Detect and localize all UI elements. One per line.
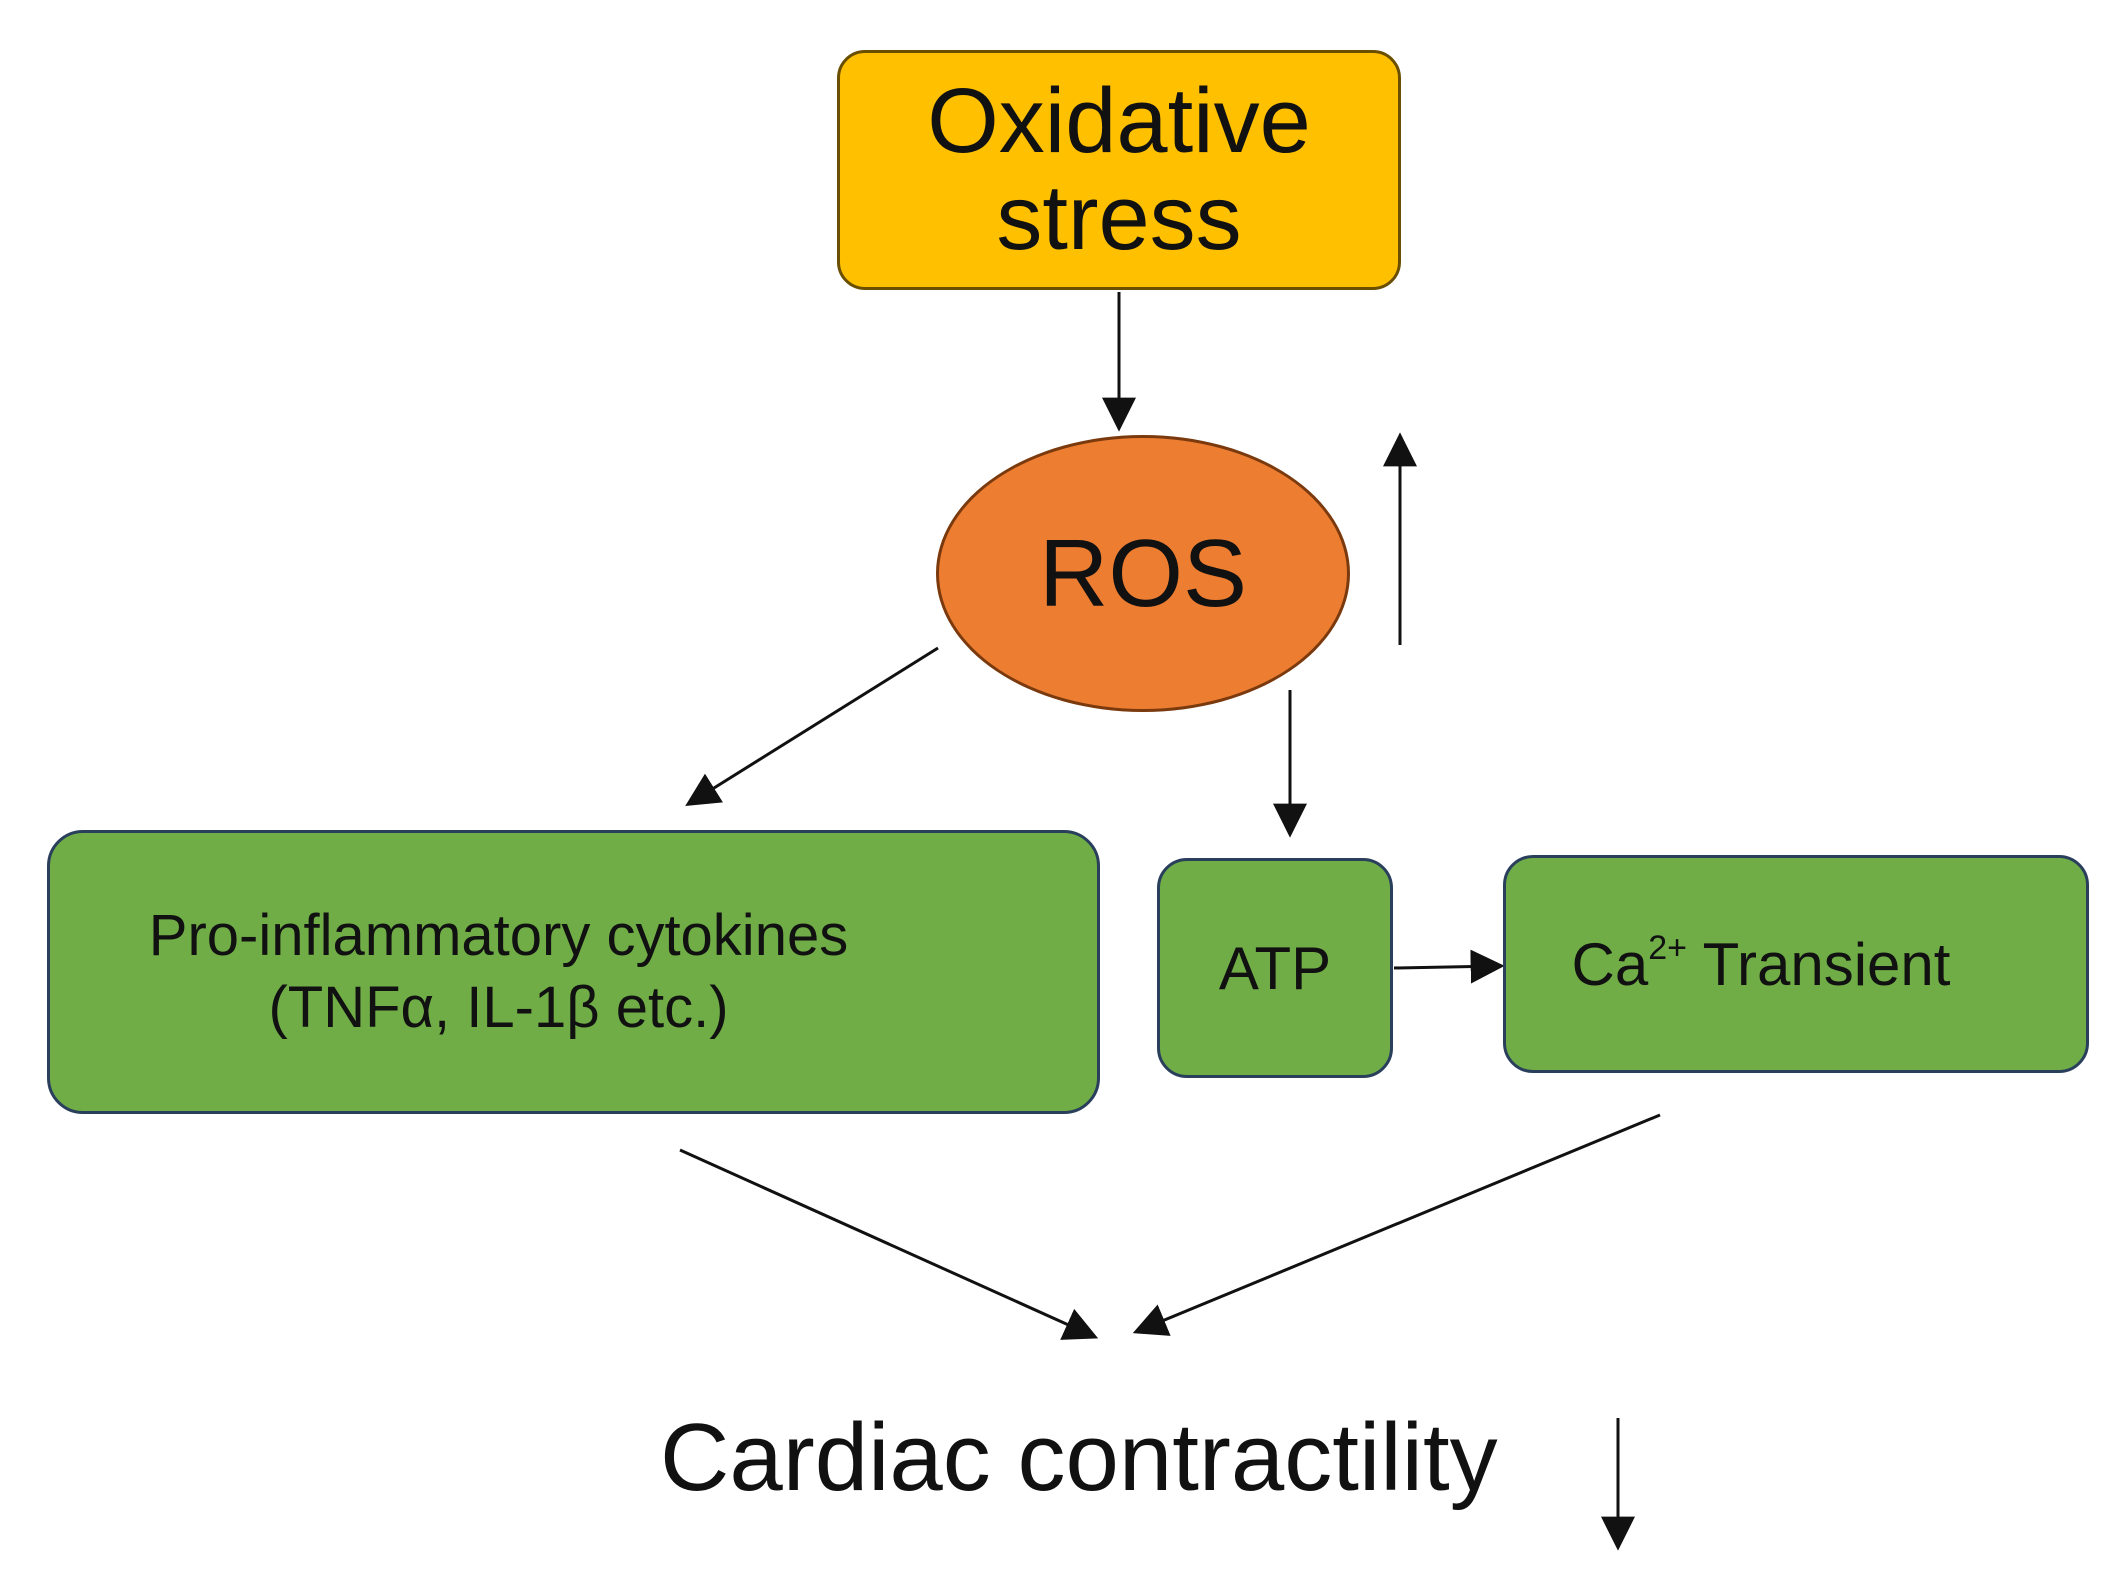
ros-label: ROS <box>1038 519 1248 627</box>
ros-ellipse: ROS <box>936 435 1350 712</box>
cytokines-line1: Pro-inflammatory cytokines <box>148 902 849 968</box>
calcium-base: Ca <box>1571 930 1649 998</box>
arrow-ros-to-cytokines <box>685 646 939 807</box>
cytokines-line2: (TNFα, IL-1β etc.) <box>268 975 729 1040</box>
cardiac-contractility-label: Cardiac contractility <box>660 1404 1498 1511</box>
arrow-cytokines-to-cardiac <box>679 1148 1099 1340</box>
cytokines-box: Pro-inflammatory cytokines (TNFα, IL-1β … <box>47 830 1100 1114</box>
atp-box: ATP <box>1157 858 1393 1078</box>
oxidative-stress-line1: Oxidative <box>927 70 1311 173</box>
calcium-superscript: 2+ <box>1648 928 1687 967</box>
atp-label: ATP <box>1218 934 1332 1002</box>
calcium-transient-box: Ca2+ Transient <box>1503 855 2089 1073</box>
arrow-atp-to-calcium <box>1393 949 1505 984</box>
oxidative-stress-box: Oxidative stress <box>837 50 1401 290</box>
arrow-calcium-to-cardiac <box>1132 1113 1661 1336</box>
calcium-rest: Transient <box>1687 930 1951 998</box>
oxidative-stress-line2: stress <box>996 167 1242 269</box>
calcium-label: Ca2+ Transient <box>1572 930 1951 999</box>
